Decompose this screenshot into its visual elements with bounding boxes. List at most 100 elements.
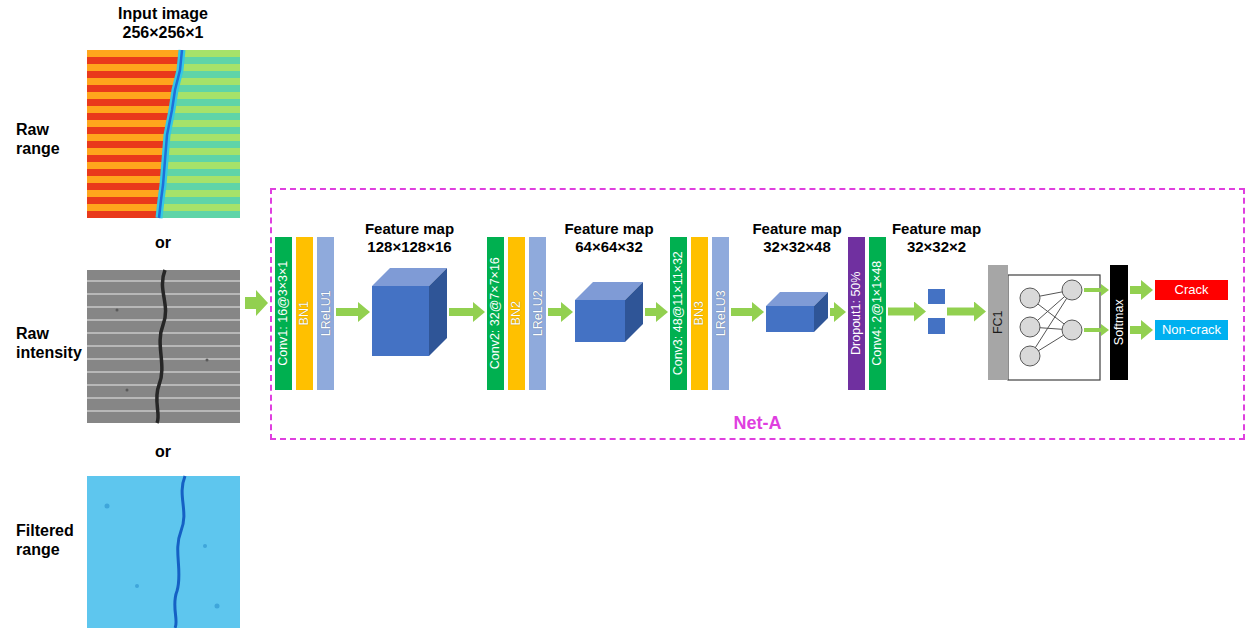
feature-map-label: Feature map 32×32×48 [744,220,850,256]
flow-arrow [888,308,914,316]
flow-arrow [947,308,974,316]
layer-bar: BN3 [691,237,708,390]
neuron [1020,288,1040,308]
layer-name: BN3 [693,301,706,325]
cube-side [625,282,643,342]
flow-arrow [1130,326,1141,334]
feature-map: Feature map 32×32×2 [928,289,945,334]
speck [206,359,209,362]
intensity-background [87,270,240,423]
neuron [1020,317,1040,337]
flow-arrow [830,308,834,316]
side-label: Raw intensity [16,324,86,362]
layer-bar: Conv1: 16@3×3×1 [275,237,292,390]
raw-range-image [87,50,240,218]
neuron-arrow [1084,324,1109,336]
flow-arrow [449,308,473,316]
speck [116,309,119,312]
label-box: or [143,442,183,461]
cube-shape [766,292,828,332]
map-squares [928,289,945,334]
neuron [1020,346,1040,366]
input-arrow [245,290,268,316]
feature-map-label: Feature map 128×128×16 [357,220,463,256]
layer-name: Conv4: 2@1×1×48 [871,261,884,366]
feature-map-label: Feature map 32×32×2 [884,220,990,256]
cube-front [575,300,625,342]
cube-shape [575,282,643,342]
layer-bar: BN1 [296,237,313,390]
layer-bar: BN2 [508,237,525,390]
crack-glow [159,50,182,218]
flow-arrow [336,308,358,316]
side-label: Input image 256×256×1 [88,4,238,42]
network-box: Conv1: 16@3×3×1 BN1 LReLU1 Feature map 128×… [270,188,1245,440]
crack-line [175,476,185,628]
class-name: Non-crack [1162,322,1221,338]
layer-bar: LReLU2 [529,237,546,390]
label-box: Input image 256×256×1 [88,4,238,42]
map-square [928,318,945,334]
layer-bar: Conv3: 48@11×11×32 [670,237,687,390]
class-box: Non-crack [1155,320,1228,340]
layer-name: BN2 [510,301,523,325]
flow-arrow [548,308,561,316]
cube-shape [372,268,447,356]
label-box: or [143,233,183,252]
layer-name: LReLU3 [714,291,727,337]
feature-map: Feature map 32×32×48 [766,292,828,332]
feature-map-label: Feature map 64×64×32 [556,220,662,256]
neural-net-sketch [1008,275,1109,380]
cube-front [372,286,429,356]
raw-intensity-image [87,270,240,423]
layer-bar: Dropout1: 50% [848,237,865,390]
neuron-arrow [1084,284,1109,296]
cube-side [814,292,828,332]
filtered-range-image [87,476,240,628]
flow-arrow [1130,286,1141,294]
network-name: Net-A [734,413,782,435]
label-box: Filtered range [16,521,86,559]
layer-name: BN1 [298,301,311,325]
layer-name: Dropout1: 50% [850,272,863,355]
crack-line [157,270,166,423]
range-right-side [159,50,240,218]
flow-arrow [731,308,752,316]
layer-name: Softmax [1113,300,1126,346]
side-label: or [143,442,183,461]
feature-map: Feature map 128×128×16 [372,268,447,356]
map-square [928,289,945,304]
layer-bar: Conv2: 32@7×7×16 [487,237,504,390]
layer-bar: FC1 [988,265,1008,380]
neuron [1062,280,1082,300]
neuron [1062,320,1082,340]
layer-bar: LReLU1 [317,237,334,390]
side-label: or [143,233,183,252]
flow-arrow [645,308,656,316]
layer-name: Conv3: 48@11×11×32 [672,251,685,375]
cube-side [429,268,447,356]
speck [215,604,220,609]
layer-name: Conv1: 16@3×3×1 [277,261,290,366]
layer-name: LReLU1 [319,291,332,337]
crack-line [159,50,182,218]
speck [126,389,129,392]
speck [135,584,139,588]
layer-bar: Conv4: 2@1×1×48 [869,237,886,390]
label-box: Raw intensity [16,324,86,362]
layer-name: LReLU2 [531,291,544,337]
side-label: Raw range [16,120,86,158]
layer-bar: LReLU3 [712,237,729,390]
cube-front [766,306,814,332]
layer-name: FC1 [992,311,1005,335]
range-background [87,50,240,218]
label-box: Raw range [16,120,86,158]
layer-name: Conv2: 32@7×7×16 [489,257,502,369]
side-label: Filtered range [16,521,86,559]
speck [203,544,207,548]
class-box: Crack [1155,280,1228,300]
filtered-background [87,476,240,628]
speck [105,504,110,509]
feature-map: Feature map 64×64×32 [575,282,643,342]
